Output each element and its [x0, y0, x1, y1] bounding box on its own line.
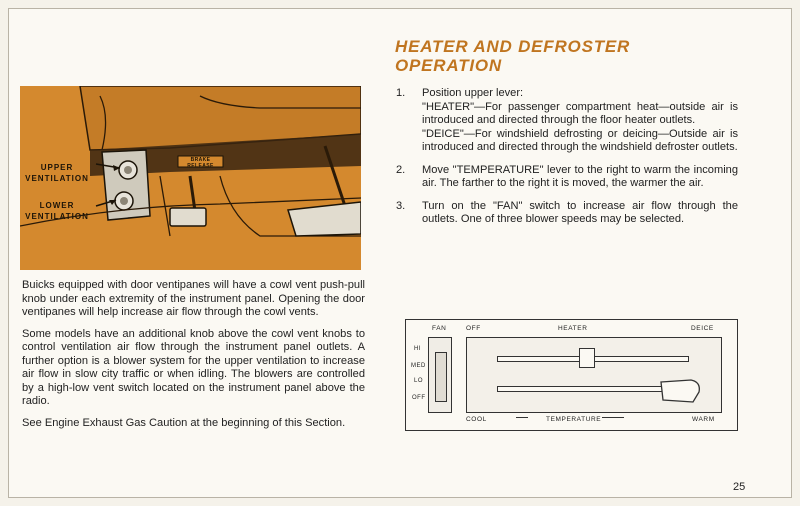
fan-switch[interactable] — [435, 352, 447, 402]
label-heater: HEATER — [558, 325, 588, 332]
label-fan-lo: LO — [414, 378, 424, 384]
label-fan-off: OFF — [412, 395, 426, 401]
label-temperature: TEMPERATURE — [546, 416, 602, 423]
instruction-steps: 1. Position upper lever: "HEATER"—For pa… — [396, 87, 738, 236]
dashboard-illustration: UPPER VENTILATION LOWER VENTILATION BRAK… — [20, 86, 361, 270]
step-2: 2. Move "TEMPERATURE" lever to the right… — [396, 164, 738, 191]
callout-lower-line2: VENTILATION — [25, 212, 89, 221]
label-fan-hi: HI — [414, 346, 421, 352]
step-1-intro: Position upper lever: — [422, 87, 524, 99]
label-fan-med: MED — [411, 363, 426, 369]
paragraph-ventipanes: Buicks equipped with door ventipanes wil… — [22, 279, 365, 318]
title-line1: HEATER AND DEFROSTER — [395, 37, 631, 56]
lever-housing — [466, 337, 722, 413]
callout-upper-line1: UPPER — [40, 163, 74, 172]
fan-switch-housing — [428, 337, 452, 413]
page-number: 25 — [733, 481, 746, 493]
page-title: HEATER AND DEFROSTER OPERATION — [395, 37, 775, 75]
upper-lever-knob[interactable] — [579, 348, 595, 368]
step-2-text: Move "TEMPERATURE" lever to the right to… — [422, 163, 738, 190]
label-deice: DEICE — [691, 325, 714, 332]
label-cool: COOL — [466, 416, 487, 423]
title-line2: OPERATION — [395, 56, 503, 75]
step-number: 3. — [396, 199, 406, 212]
step-number: 1. — [396, 87, 406, 99]
step-1-heater: "HEATER"—For passenger compartment heat—… — [422, 100, 738, 127]
callout-lower-ventilation: LOWER VENTILATION — [22, 200, 92, 222]
paragraph-caution: See Engine Exhaust Gas Caution at the be… — [22, 416, 346, 429]
arrow-line-left — [516, 417, 528, 418]
step-1-deice: "DEICE"—For windshield defrosting or dei… — [422, 127, 738, 154]
control-panel-diagram: FAN OFF HEATER DEICE HI MED LO OFF COOL … — [405, 319, 738, 431]
callout-upper-ventilation: UPPER VENTILATION — [22, 162, 92, 184]
callout-upper-line2: VENTILATION — [25, 174, 89, 183]
label-warm: WARM — [692, 416, 715, 423]
callout-lower-line1: LOWER — [39, 201, 75, 210]
label-fan: FAN — [432, 325, 447, 332]
arrow-line-right — [602, 417, 624, 418]
temperature-lever-knob[interactable] — [657, 376, 707, 406]
step-3-text: Turn on the "FAN" switch to increase air… — [422, 199, 738, 226]
label-off-top: OFF — [466, 325, 481, 332]
step-1: 1. Position upper lever: "HEATER"—For pa… — [396, 87, 738, 155]
dashboard-drawing — [20, 86, 361, 237]
step-number: 2. — [396, 163, 406, 176]
left-column-text: Buicks equipped with door ventipanes wil… — [22, 279, 365, 438]
step-3: 3. Turn on the "FAN" switch to increase … — [396, 200, 738, 227]
brake-release-label: BRAKE RELEASE — [187, 157, 214, 169]
paragraph-blower: Some models have an additional knob abov… — [22, 327, 365, 408]
